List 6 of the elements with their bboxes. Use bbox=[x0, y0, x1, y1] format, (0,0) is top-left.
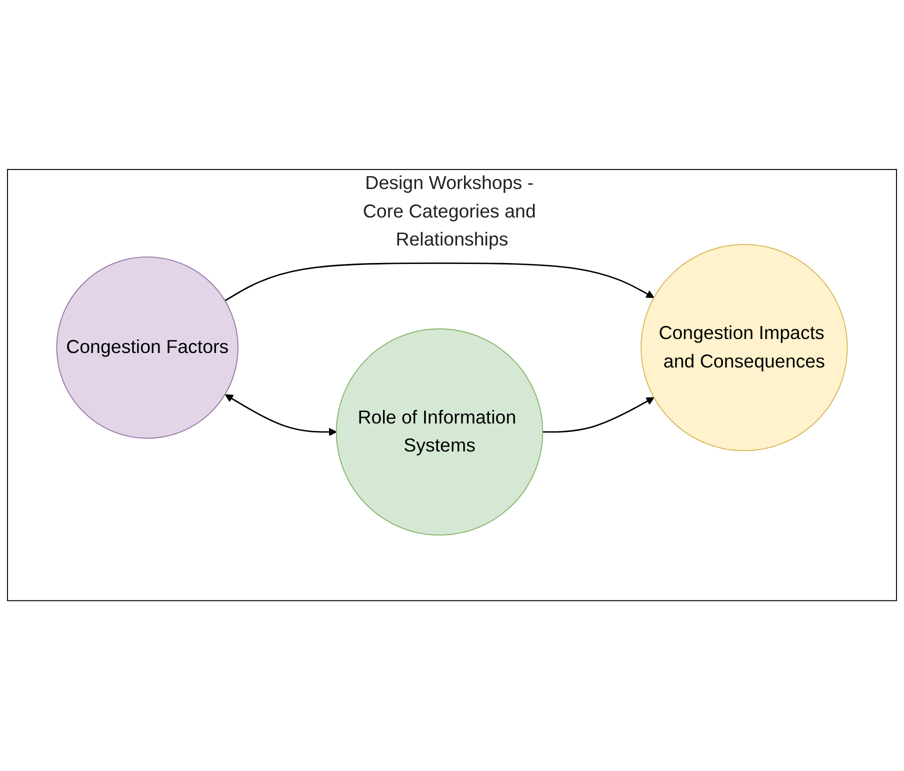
arrow bbox=[224, 262, 654, 302]
arrow bbox=[224, 394, 337, 436]
arrow bbox=[542, 398, 654, 434]
node-circle: Congestion Impacts and Consequences bbox=[640, 244, 848, 452]
node-circle: Role of Information Systems bbox=[336, 328, 544, 536]
node-circle: Congestion Factors bbox=[56, 256, 238, 440]
